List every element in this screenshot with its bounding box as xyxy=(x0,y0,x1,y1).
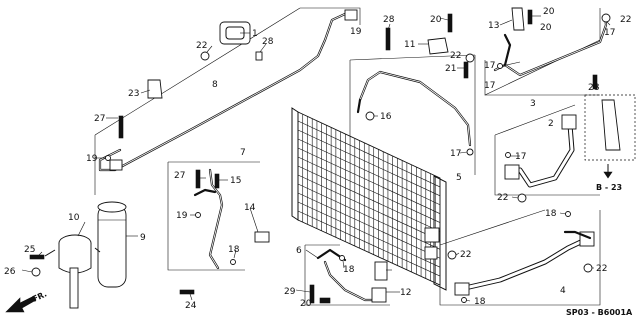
callout-21: 21 xyxy=(445,64,456,74)
condenser-tube xyxy=(297,156,441,223)
callout-22d: 22 xyxy=(497,193,508,203)
callout-18c: 18 xyxy=(545,209,557,219)
callout-13: 13 xyxy=(488,21,499,31)
condenser-tube xyxy=(297,183,441,250)
callout-19c: 19 xyxy=(176,211,188,221)
condenser-tube xyxy=(297,120,441,188)
callout-4: 4 xyxy=(560,286,566,296)
callout-23: 23 xyxy=(128,89,139,99)
callout-2: 2 xyxy=(548,119,554,129)
annotations: B - 23 FR. SP03 - B6001A xyxy=(5,164,633,317)
callout-20c: 20 xyxy=(540,23,552,33)
callout-18d: 18 xyxy=(474,297,486,307)
condenser-tube xyxy=(297,201,441,268)
callout-28a: 28 xyxy=(262,37,274,47)
callout-22e: 22 xyxy=(460,250,471,260)
callout-6: 6 xyxy=(296,246,302,256)
callout-26: 26 xyxy=(4,267,16,277)
callout-18b: 18 xyxy=(343,265,355,275)
callouts: 1 22 28 23 8 19 27 19 28 20 11 22 21 16 … xyxy=(4,7,631,311)
callout-14: 14 xyxy=(244,203,256,213)
condenser-tube xyxy=(297,129,441,197)
leader-lines xyxy=(21,15,611,302)
callout-20b: 20 xyxy=(543,7,555,17)
callout-11: 11 xyxy=(404,40,415,50)
callout-22c: 22 xyxy=(620,15,631,25)
callout-1: 1 xyxy=(252,29,258,39)
callout-22a: 22 xyxy=(196,41,207,51)
callout-9: 9 xyxy=(140,233,146,243)
front-arrow-icon xyxy=(5,295,37,313)
callout-20d: 20 xyxy=(300,299,312,309)
callout-22b: 22 xyxy=(450,51,461,61)
callout-17a: 17 xyxy=(450,149,461,159)
front-label: FR. xyxy=(31,289,48,303)
condenser-tube xyxy=(297,192,441,259)
condenser xyxy=(291,107,447,291)
callout-27a: 27 xyxy=(94,114,105,124)
condenser-tube xyxy=(297,174,441,241)
callout-17e: 17 xyxy=(515,152,526,162)
callout-28c: 28 xyxy=(588,83,600,93)
callout-7: 7 xyxy=(240,148,246,158)
callout-3: 3 xyxy=(530,99,536,109)
callout-5: 5 xyxy=(456,173,462,183)
callout-27b: 27 xyxy=(174,171,185,181)
callout-18a: 18 xyxy=(228,245,240,255)
callout-17b: 17 xyxy=(604,28,615,38)
group-frames xyxy=(94,7,636,306)
callout-22f: 22 xyxy=(596,264,607,274)
callout-24: 24 xyxy=(185,301,197,311)
callout-20a: 20 xyxy=(430,15,442,25)
receiver-dryer xyxy=(97,201,127,288)
callout-10: 10 xyxy=(68,213,80,223)
callout-17d: 17 xyxy=(484,81,495,91)
condenser-tube xyxy=(297,138,441,206)
diagram-code: SP03 - B6001A xyxy=(566,308,633,317)
callout-29: 29 xyxy=(284,287,296,297)
callout-25: 25 xyxy=(24,245,35,255)
callout-19b: 19 xyxy=(86,154,98,164)
condenser-tube xyxy=(297,147,441,214)
callout-19a: 19 xyxy=(350,27,362,37)
arrow-down-icon xyxy=(603,164,613,179)
callout-12: 12 xyxy=(400,288,411,298)
callout-28b: 28 xyxy=(383,15,395,25)
condenser-tube xyxy=(297,210,441,277)
condenser-tube xyxy=(297,165,441,232)
callout-16: 16 xyxy=(380,112,392,122)
dryer-bracket xyxy=(44,234,101,309)
reference-label: B - 23 xyxy=(596,183,622,192)
callout-15: 15 xyxy=(230,176,241,186)
callout-8: 8 xyxy=(212,80,218,90)
callout-17c: 17 xyxy=(484,61,495,71)
hoses xyxy=(454,114,595,296)
